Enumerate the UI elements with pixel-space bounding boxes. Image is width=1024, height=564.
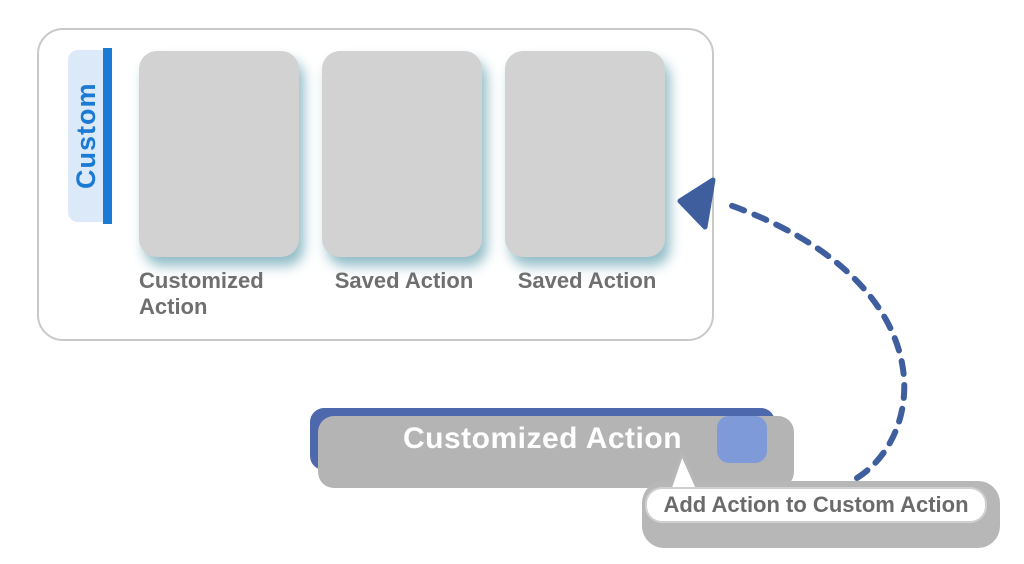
tooltip-box: Add Action to Custom Action: [645, 487, 987, 523]
custom-panel: Custom Customized Action Saved Action Sa…: [37, 28, 725, 354]
card-label-saved-action-1: Saved Action: [334, 268, 474, 293]
custom-tab-label: Custom: [71, 82, 101, 190]
card-label-customized-action: Customized Action: [139, 268, 264, 319]
action-chip[interactable]: [717, 416, 767, 463]
action-card-customized[interactable]: [139, 51, 299, 257]
tooltip-text: Add Action to Custom Action: [663, 492, 969, 517]
tooltip: Add Action to Custom Action: [642, 452, 1000, 548]
custom-tab[interactable]: [68, 50, 105, 222]
customized-action-bar-label: Customized Action: [402, 422, 683, 455]
action-card-saved-2[interactable]: [505, 51, 665, 257]
custom-tab-accent-bar: [103, 48, 112, 224]
action-card-saved-1[interactable]: [322, 51, 482, 257]
card-label-saved-action-2: Saved Action: [517, 268, 657, 293]
